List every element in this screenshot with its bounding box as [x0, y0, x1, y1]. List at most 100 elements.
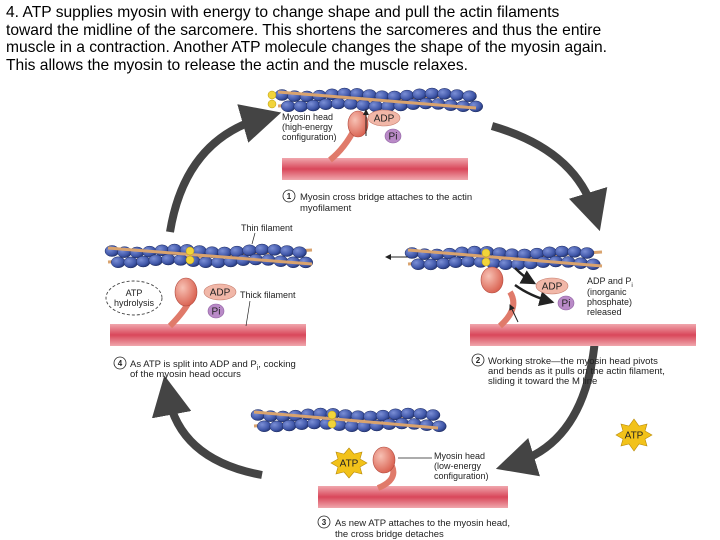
panel-1-attachment: ADP Pi Myosin head (high-energy configur…	[267, 87, 483, 214]
myosin-head-3	[372, 446, 396, 474]
step-text-4a-part1: As ATP is split into ADP and P	[130, 359, 257, 370]
panel-2-power-stroke: ADP Pi ADP and Pi (inorganic phosphate) …	[385, 245, 696, 387]
cycle-arrows	[151, 104, 608, 479]
release-label-2a: ADP and Pi	[587, 276, 633, 289]
actin-bead	[424, 87, 440, 100]
step-text-4a-part2: , cocking	[258, 359, 296, 370]
step-text-4b: of the myosin head occurs	[130, 369, 241, 380]
thick-filament-2	[470, 324, 696, 346]
release-label-2c: phosphate)	[587, 297, 632, 307]
step-text-2b: and bends as it pulls on the actin filam…	[488, 366, 665, 377]
actin-bead	[448, 256, 463, 268]
step-text-4a-sub: i	[257, 365, 259, 372]
myosin-head-label-3a: Myosin head	[434, 451, 485, 461]
pi-label-4: Pi	[212, 307, 221, 318]
step-text-4a: As ATP is split into ADP and Pi, cocking	[130, 359, 296, 372]
hydrolysis-label-b: hydrolysis	[114, 298, 155, 308]
actin-bead	[306, 99, 321, 112]
actin-bead	[294, 418, 309, 430]
actin-bead	[425, 409, 441, 421]
step-text-2a: Working stroke—the myosin head pivots	[488, 356, 658, 367]
release-label-2a-sub: i	[631, 282, 632, 289]
actin-bead	[400, 407, 416, 420]
hydrolysis-bubble	[105, 280, 163, 316]
panel-4-cocking: ATP hydrolysis ADP Pi Thin filament Thic…	[104, 223, 313, 380]
thick-filament-pointer	[245, 300, 251, 327]
actin-bead	[356, 99, 371, 111]
tropomyosin-strand	[407, 248, 603, 268]
atp-star-bound	[330, 447, 368, 479]
pi-label-1: Pi	[389, 132, 398, 143]
pi-oval-1	[384, 128, 402, 144]
caption-line-1: 4. ATP supplies myosin with energy to ch…	[6, 4, 560, 21]
thin-filament-1	[267, 87, 483, 113]
actin-bead	[136, 255, 151, 268]
myosin-head-label-3c: configuration)	[434, 471, 489, 481]
actin-bead	[198, 256, 213, 269]
step-number-1: 1	[287, 192, 292, 201]
step-number-circle-4	[113, 356, 127, 370]
myosin-head-label-3b: (low-energy	[434, 461, 482, 471]
actin-bead	[437, 88, 452, 100]
actin-bead	[281, 100, 296, 113]
release-label-2d: released	[587, 307, 622, 317]
step-text-1a: Myosin cross bridge attaches to the acti…	[300, 192, 472, 203]
actin-bead	[111, 256, 126, 269]
actin-bead	[423, 258, 438, 271]
myosin-head-2	[480, 266, 504, 294]
adp-oval-4	[203, 283, 237, 301]
actin-bead	[307, 417, 322, 430]
adp-oval-2	[535, 277, 569, 295]
actin-bead	[211, 256, 226, 269]
actin-bead	[292, 246, 307, 258]
cycle-arrow-bottom-right	[495, 325, 600, 477]
myosin-head-4	[174, 277, 198, 307]
actin-bead	[413, 408, 428, 420]
thin-filament-4	[104, 243, 313, 269]
tropomyosin-strand	[107, 246, 313, 266]
step-number-3: 3	[322, 518, 327, 527]
atp-label-incoming: ATP	[625, 431, 644, 442]
actin-bead	[269, 420, 284, 433]
release-arrow-pi	[514, 283, 555, 306]
troponin	[481, 248, 491, 258]
actin-bead	[579, 247, 595, 259]
adp-label-1: ADP	[374, 114, 395, 125]
actin-bead	[161, 253, 176, 266]
step-text-2c: sliding it toward the M line	[488, 376, 597, 387]
panel-3-detachment: ATP ATP Myosin head (low-energy configur…	[250, 407, 653, 540]
myosin-head-label-1c: configuration)	[282, 132, 337, 142]
release-arrow-adp	[514, 267, 537, 285]
actin-bead	[436, 257, 451, 270]
cycle-arrow-bottom-left	[151, 375, 263, 479]
myosin-head-1	[347, 110, 369, 138]
thin-filament-3	[250, 407, 447, 433]
release-label-2b: (inorganic	[587, 287, 627, 297]
step-number-2: 2	[476, 356, 481, 365]
actin-bead	[293, 100, 308, 113]
myosin-head-label-1b: (high-energy	[282, 122, 333, 132]
tropomyosin-strand	[253, 410, 439, 430]
atp-star-incoming	[615, 418, 653, 452]
troponin	[185, 255, 195, 265]
troponin	[481, 257, 491, 267]
caption-line-3: muscle in a contraction. Another ATP mol…	[6, 39, 608, 56]
thin-filament-label: Thin filament	[241, 223, 293, 233]
step-number-4: 4	[118, 359, 123, 368]
actin-bead	[461, 255, 476, 268]
step-text-3a: As new ATP attaches to the myosin head,	[335, 518, 510, 529]
actin-bead	[343, 98, 358, 110]
pi-label-2: Pi	[562, 299, 571, 310]
actin-bead	[279, 245, 295, 257]
adp-label-2: ADP	[542, 282, 563, 293]
step-text-3b: the cross bridge detaches	[335, 529, 444, 540]
troponin	[185, 246, 195, 256]
pivot-arrow	[509, 304, 519, 323]
actin-bead	[173, 254, 188, 266]
actin-bead	[282, 419, 297, 432]
tropomyosin-strand	[277, 90, 477, 110]
troponin	[327, 419, 337, 429]
thick-filament-1	[282, 158, 468, 180]
cycle-arrow-top-right	[490, 122, 608, 232]
